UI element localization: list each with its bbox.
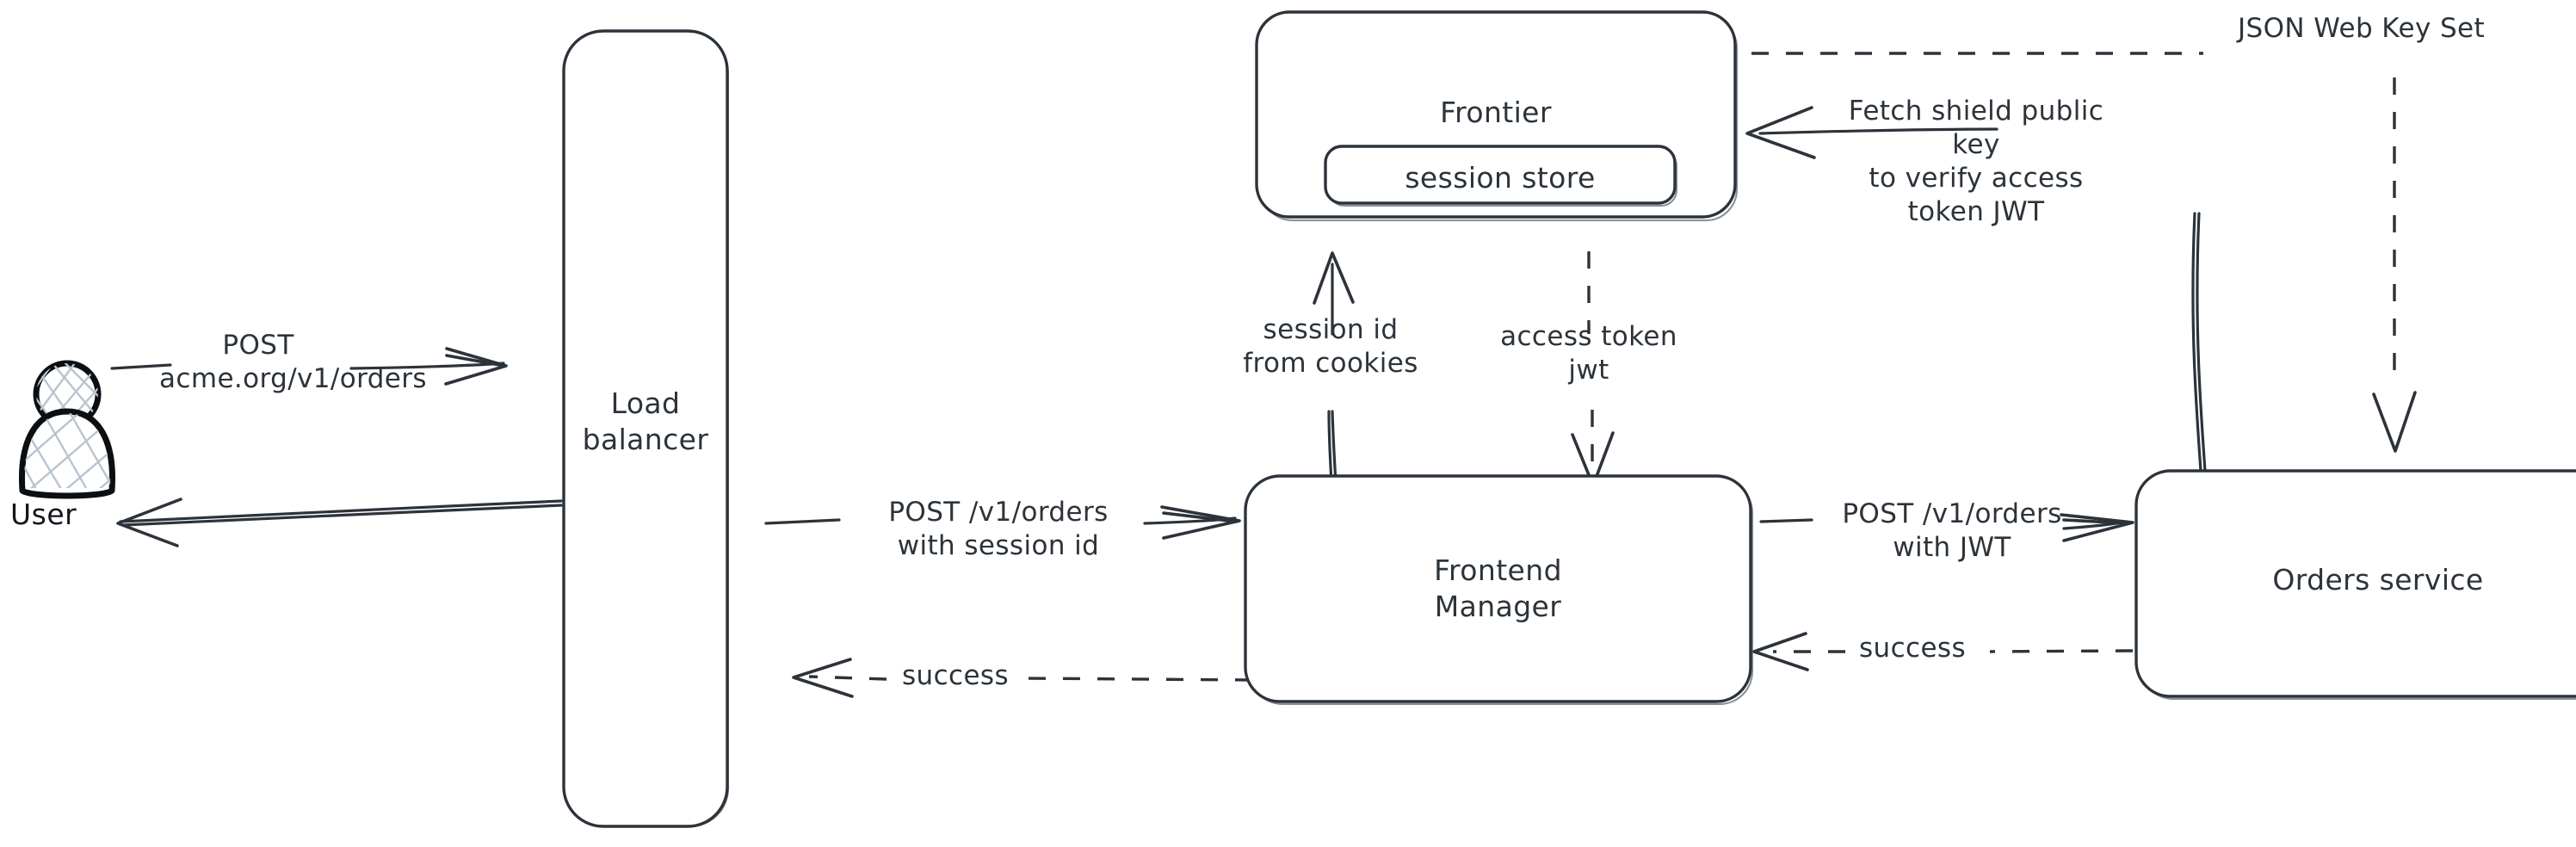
user-actor-icon: [18, 360, 116, 499]
node-load-balancer[interactable]: [562, 29, 730, 828]
edge-orders-to-fm: [1752, 632, 2134, 671]
edge-frontier-to-orders: [1751, 52, 2417, 453]
node-orders-service[interactable]: [2134, 469, 2576, 701]
edge-user-to-lb: [110, 347, 508, 386]
node-session-store[interactable]: [1324, 145, 1678, 207]
edge-fm-to-lb: [792, 658, 1253, 698]
edge-lb-to-fm: [764, 505, 1241, 540]
edge-fm-to-orders: [1759, 513, 2134, 542]
node-frontend-manager[interactable]: [1244, 474, 1754, 706]
node-label-user: User: [10, 498, 77, 531]
edge-lb-to-user: [116, 498, 563, 547]
